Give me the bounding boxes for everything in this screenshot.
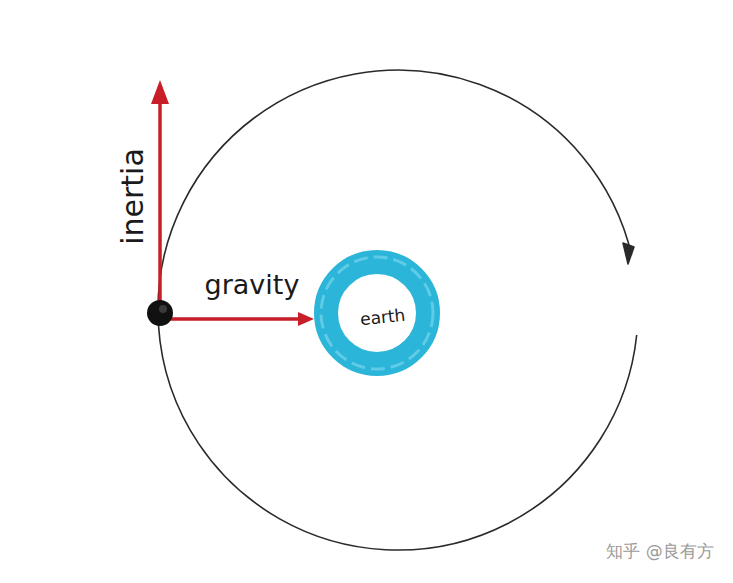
earth-ring-texture xyxy=(321,257,433,369)
satellite-highlight xyxy=(159,305,167,313)
satellite-dot xyxy=(147,300,173,326)
inertia-arrowhead xyxy=(151,80,169,104)
earth-circle: earth xyxy=(313,249,441,377)
inertia-arrow xyxy=(158,100,162,312)
orbit-path xyxy=(158,70,637,550)
gravity-arrowhead xyxy=(298,312,314,326)
planet-name: earth xyxy=(359,305,406,330)
earth-ring-stroke xyxy=(326,262,428,364)
gravity-arrow xyxy=(162,317,300,321)
force-label: inertia xyxy=(115,148,150,245)
orbit-arrowhead xyxy=(623,243,634,264)
force-label: gravity xyxy=(205,269,300,300)
watermark: 知乎 @良有方 xyxy=(606,540,713,563)
